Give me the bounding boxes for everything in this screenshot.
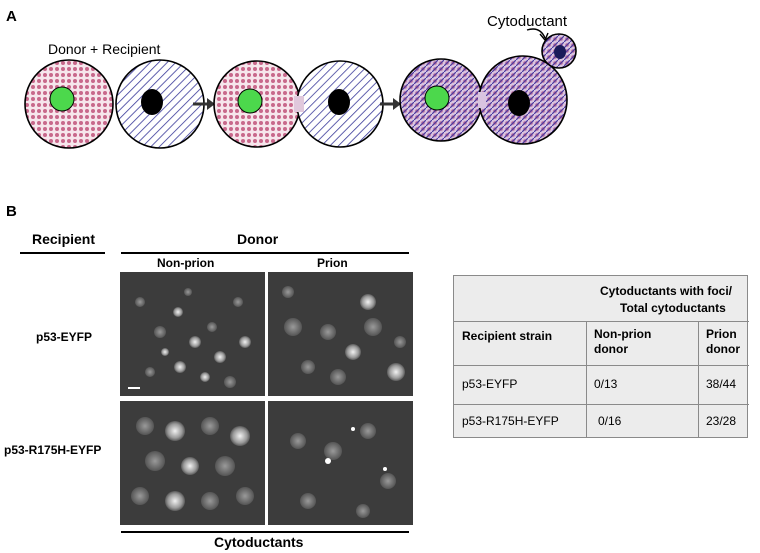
table-cell-nonprion: 0/16 — [598, 414, 622, 428]
micrograph-p53-nonprion-cells — [128, 288, 251, 389]
table-cell-strain: p53-R175H-EYFP — [462, 414, 559, 428]
micrograph-p53-prion-cells — [282, 286, 406, 385]
donor-header: Donor — [237, 231, 279, 247]
donor-rule — [121, 252, 409, 254]
panel-a-letter: A — [6, 8, 17, 25]
micrograph-r175h-prion-cells — [290, 423, 396, 518]
table-cell-strain: p53-EYFP — [462, 377, 518, 391]
table-col-prion-line2: donor — [706, 342, 740, 356]
curved-arrow-icon — [526, 28, 549, 42]
table-col-nonprion-line2: donor — [594, 342, 628, 356]
cytoductants-rule — [121, 531, 409, 533]
donor-recipient-label: Donor + Recipient — [48, 41, 161, 57]
mixed-recipient-nucleus — [508, 90, 530, 116]
arrow-1-icon — [193, 98, 215, 110]
cytoductant-nucleus — [554, 45, 566, 59]
table-rule — [454, 321, 749, 322]
micrograph-r175h-nonprion-cells — [131, 417, 254, 511]
row-label-p53-eyfp: p53-EYFP — [36, 330, 93, 344]
micrograph-p53-nonprion — [120, 272, 265, 396]
cytoduction-diagram — [24, 28, 577, 149]
row-label-p53-r175h-eyfp: p53-R175H-EYFP — [4, 443, 102, 457]
donor-nucleus — [49, 86, 75, 112]
cytoductants-label: Cytoductants — [214, 534, 304, 550]
table-cell-nonprion: 0/13 — [594, 377, 618, 391]
mixed-donor-nucleus — [424, 85, 450, 111]
micrograph-p53-prion — [268, 272, 413, 396]
arrow-2-icon — [380, 98, 401, 110]
stage-3-cells — [399, 33, 577, 145]
col-header-prion: Prion — [317, 256, 348, 270]
micrograph-r175h-nonprion — [120, 401, 265, 525]
panel-b-letter: B — [6, 203, 17, 220]
table-cell-prion: 23/28 — [706, 414, 737, 428]
table-header-line2: Total cytoductants — [620, 301, 726, 315]
stage-1-cells — [24, 59, 205, 149]
stage-2-cells — [213, 60, 384, 148]
table-col-prion-line1: Prion — [706, 327, 737, 341]
col-header-nonprion: Non-prion — [157, 256, 215, 270]
micrograph-r175h-prion — [268, 401, 413, 525]
recipient-rule — [20, 252, 105, 254]
table-cell-prion: 38/44 — [706, 377, 737, 391]
table-rule — [454, 404, 749, 405]
fused-donor-nucleus — [237, 88, 263, 114]
recipient-header: Recipient — [32, 231, 96, 247]
recipient-nucleus — [141, 89, 163, 115]
table-rule — [586, 321, 587, 438]
table-col-nonprion-line1: Non-prion — [594, 327, 652, 341]
table-rule — [454, 365, 749, 366]
table-col-recipient-strain: Recipient strain — [462, 329, 553, 343]
table-header-line1: Cytoductants with foci/ — [600, 284, 732, 298]
cytoductants-table: Cytoductants with foci/ Total cytoductan… — [453, 275, 749, 438]
table-rule — [698, 321, 699, 438]
fused-recipient-nucleus — [328, 89, 350, 115]
cytoductant-label: Cytoductant — [487, 13, 568, 30]
